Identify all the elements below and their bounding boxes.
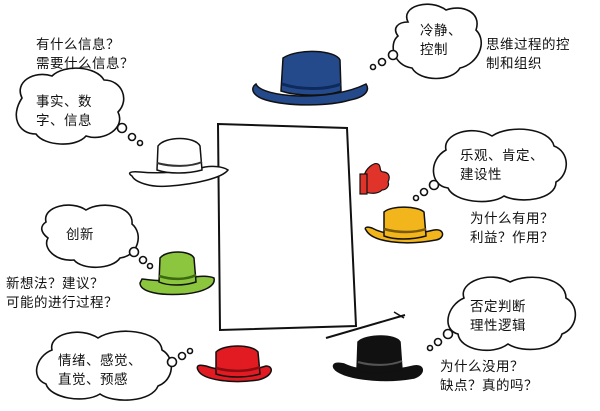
red-hat-bubble-text: 情绪、感觉、 直觉、预感 <box>58 352 142 390</box>
red-hat-bubble-line: 情绪、感觉、 <box>58 353 142 369</box>
green-hat-note: 新想法？建议？ 可能的进行过程？ <box>6 275 118 313</box>
white-hat-bubble-line: 事实、数 <box>36 94 92 110</box>
green-hat-note-line: 可能的进行过程？ <box>6 295 118 311</box>
yellow-hat-bubble-line: 建设性 <box>460 167 502 183</box>
red-thought-bubble <box>35 330 194 401</box>
red-hat-icon <box>196 345 272 383</box>
black-hat-note-line: 为什么没用？ <box>440 359 524 375</box>
green-hat-note-line: 新想法？建议？ <box>6 276 104 292</box>
green-hat-icon <box>139 251 215 296</box>
blue-hat-note-line: 制和组织 <box>486 56 542 72</box>
black-hat-bubble-text: 否定判断 理性逻辑 <box>470 298 526 336</box>
blue-hat-icon <box>252 50 369 106</box>
blue-hat-bubble-text: 冷静、 控制 <box>420 22 462 60</box>
blue-hat-note: 思维过程的控 制和组织 <box>486 36 570 74</box>
black-thought-bubble <box>426 276 577 352</box>
yellow-hat-bubble-text: 乐观、肯定、 建设性 <box>460 147 544 185</box>
black-hat-icon <box>325 311 423 382</box>
yellow-hat-note-line: 利益？作用？ <box>470 230 554 246</box>
yellow-hat-note-line: 为什么有用？ <box>470 211 554 227</box>
white-hat-bubble-line: 字、信息 <box>36 113 92 129</box>
green-hat-bubble-line: 创新 <box>66 227 94 243</box>
white-hat-note-line: 需要什么信息？ <box>36 56 134 72</box>
blue-hat-note-line: 思维过程的控 <box>486 37 570 53</box>
white-thought-bubble <box>15 67 144 147</box>
white-hat-note: 有什么信息？ 需要什么信息？ <box>36 36 134 74</box>
yellow-hat-bubble-line: 乐观、肯定、 <box>460 148 544 164</box>
black-hat-bubble-line: 否定判断 <box>470 299 526 315</box>
yellow-thought-bubble <box>412 128 568 203</box>
black-hat-bubble-line: 理性逻辑 <box>470 318 526 334</box>
green-hat-bubble-text: 创新 <box>66 226 94 245</box>
thumbs-up-icon <box>359 163 390 195</box>
black-hat-note-line: 缺点？真的吗？ <box>440 378 538 394</box>
red-hat-bubble-line: 直觉、预感 <box>58 372 128 388</box>
white-hat-note-line: 有什么信息？ <box>36 37 120 53</box>
yellow-hat-icon <box>364 206 444 244</box>
black-hat-note: 为什么没用？ 缺点？真的吗？ <box>440 358 538 396</box>
green-thought-bubble <box>40 204 154 270</box>
white-hat-bubble-text: 事实、数 字、信息 <box>36 93 92 131</box>
yellow-hat-note: 为什么有用？ 利益？作用？ <box>470 210 554 248</box>
central-board <box>216 122 358 332</box>
blue-hat-bubble-line: 控制 <box>420 42 448 58</box>
blue-hat-bubble-line: 冷静、 <box>420 23 462 39</box>
white-hat-icon <box>128 137 230 188</box>
blue-thought-bubble <box>369 3 482 80</box>
